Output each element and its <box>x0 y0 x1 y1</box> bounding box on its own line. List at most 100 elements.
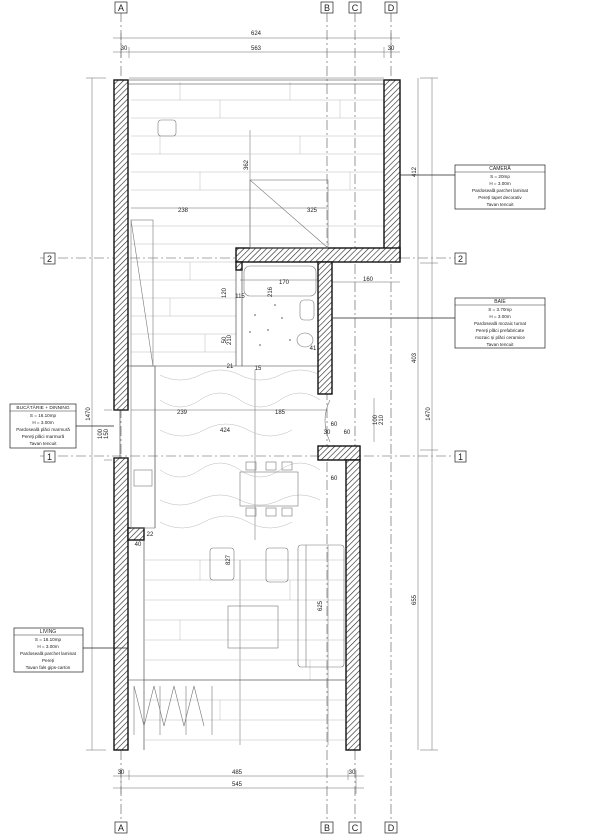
wall-left-upper <box>113 79 129 411</box>
wall-right-lower <box>345 459 361 751</box>
room-ceiling: Tavan tencuit <box>486 202 514 207</box>
dim-niche-2: 22 <box>147 532 154 538</box>
dimension-lines <box>86 33 438 794</box>
dim-bottom-right-wall: 30 <box>349 770 356 776</box>
walls <box>113 79 401 751</box>
grid-label-d-top: D <box>388 3 395 13</box>
dim-kitchen-width-right: 185 <box>275 410 286 416</box>
sofa <box>297 544 345 668</box>
dim-left-door-1: 100 <box>98 428 104 439</box>
dim-right-upper: 412 <box>412 166 418 177</box>
bed <box>249 179 329 249</box>
room-ceiling: Tavan tencuit <box>29 441 57 446</box>
room-height: H = 3.00m <box>489 314 510 319</box>
sink <box>299 299 315 321</box>
dim-bedroom-width-right: 325 <box>307 208 318 214</box>
folding-door <box>133 685 205 727</box>
dim-left-door-2: 150 <box>104 428 110 439</box>
room-ceiling: Tavan fals gips-carton <box>26 665 71 670</box>
room-floor: Pardoseală parchet laminat <box>20 651 77 656</box>
dim-bath-small-5: 15 <box>255 366 262 372</box>
dim-bath-h: 120 <box>222 287 228 298</box>
room-name: BUCĂTĂRIE + DINNING <box>16 404 69 411</box>
grid-label-a-bottom: A <box>118 823 124 833</box>
dim-kitchen-door-1b: 60 <box>331 476 338 482</box>
room-area: S = 3.70mp <box>488 307 512 312</box>
dim-top-left-wall: 30 <box>121 46 128 52</box>
wall-bath-top <box>235 247 401 263</box>
grid-label-b-top: B <box>324 3 330 13</box>
wall-bath-right <box>317 261 333 395</box>
dim-left-total: 1470 <box>86 407 92 421</box>
room-height: H = 3.00m <box>32 420 53 425</box>
dim-bedroom-width-left: 238 <box>178 208 189 214</box>
dim-bath-step: 160 <box>363 277 374 283</box>
wall-niche <box>127 527 145 541</box>
grid-label-1-left: 1 <box>47 452 52 462</box>
dim-bath-depth: 216 <box>268 286 274 297</box>
room-tag-living: LIVING S = 16.10mp H = 3.00m Pardoseală … <box>13 627 84 673</box>
armchair <box>209 547 235 581</box>
grid-label-2-left: 2 <box>47 254 52 264</box>
room-ceiling: Tavan tencuit <box>486 342 514 347</box>
furniture <box>130 119 345 735</box>
grid-label-c-top: C <box>352 3 359 13</box>
dim-right-total: 1470 <box>426 407 432 421</box>
wall-right-bedroom <box>383 79 401 259</box>
wall-kitchen-corner <box>317 445 361 461</box>
room-name: BAIE <box>494 299 506 305</box>
dim-top-total: 624 <box>251 31 262 37</box>
room-tag-bath: BAIE S = 3.70mp H = 3.00m Pardoseală moz… <box>454 297 546 349</box>
grid-label-a-top: A <box>118 3 124 13</box>
dim-living-width: 625 <box>318 600 324 611</box>
room-floor: Pardoseală plăci marmură <box>16 427 70 432</box>
dim-bottom-inner: 485 <box>232 770 243 776</box>
armchair <box>265 547 289 583</box>
dim-bath-small-3: 41 <box>310 346 317 352</box>
dim-kitchen-door-2: 30 <box>324 430 331 436</box>
room-walls-1: Pereți plăci prefabricate <box>476 328 525 333</box>
room-tag-kitchen: BUCĂTĂRIE + DINNING S = 16.10mp H = 3.00… <box>9 403 77 449</box>
wall-left-lower <box>113 457 129 751</box>
room-walls: Pereți plăci marmură <box>22 434 65 439</box>
room-area: S = 20mp <box>490 174 510 179</box>
stove <box>133 469 153 487</box>
bathtub <box>243 265 317 297</box>
dim-bath-side: 115 <box>235 294 245 300</box>
room-walls-2: mozaic și plăci ceramice <box>475 335 525 340</box>
dim-bottom-left-wall: 30 <box>118 770 125 776</box>
room-name: LIVING <box>40 629 57 635</box>
grid-label-b-bottom: B <box>324 823 330 833</box>
room-height: H = 3.00m <box>489 181 510 186</box>
dim-kitchen-depth: 424 <box>220 428 231 434</box>
dim-top-right-wall: 30 <box>388 46 395 52</box>
room-area: S = 16.10mp <box>35 637 62 642</box>
grid-label-d-bottom: D <box>388 823 395 833</box>
grid-label-1-right: 1 <box>458 452 463 462</box>
room-walls: Pereți tapet decorativ <box>478 195 522 200</box>
room-area: S = 16.10mp <box>30 413 57 418</box>
grid-label-c-bottom: C <box>352 823 359 833</box>
dim-bath-small-4: 21 <box>227 364 234 370</box>
floor-patterns <box>131 82 384 741</box>
dim-bath-width: 170 <box>279 280 290 286</box>
toilet <box>296 332 314 348</box>
grid-labels: A B C D A B C D 2 2 1 1 <box>43 1 467 834</box>
dim-right-lower: 655 <box>412 594 418 605</box>
room-floor: Pardoseală parchet laminat <box>472 188 529 193</box>
dim-kitchen-door-3: 60 <box>344 430 351 436</box>
dim-living-depth: 827 <box>226 554 232 565</box>
dim-right-middle: 403 <box>412 352 418 363</box>
dim-kitchen-door-5: 210 <box>379 414 385 425</box>
dim-bath-small-1: 50 <box>222 336 228 343</box>
room-height: H = 3.00m <box>37 644 58 649</box>
leader-lines <box>76 174 455 649</box>
wall-bath-stub <box>235 261 243 271</box>
room-tag-bedroom: CAMERĂ S = 20mp H = 3.00m Pardoseală par… <box>454 164 546 210</box>
room-walls: Pereți <box>42 658 54 663</box>
dim-top-inner: 563 <box>251 46 262 52</box>
door-swing <box>324 399 331 443</box>
chair <box>157 119 177 137</box>
dim-bath-small-2: 210 <box>227 334 233 345</box>
